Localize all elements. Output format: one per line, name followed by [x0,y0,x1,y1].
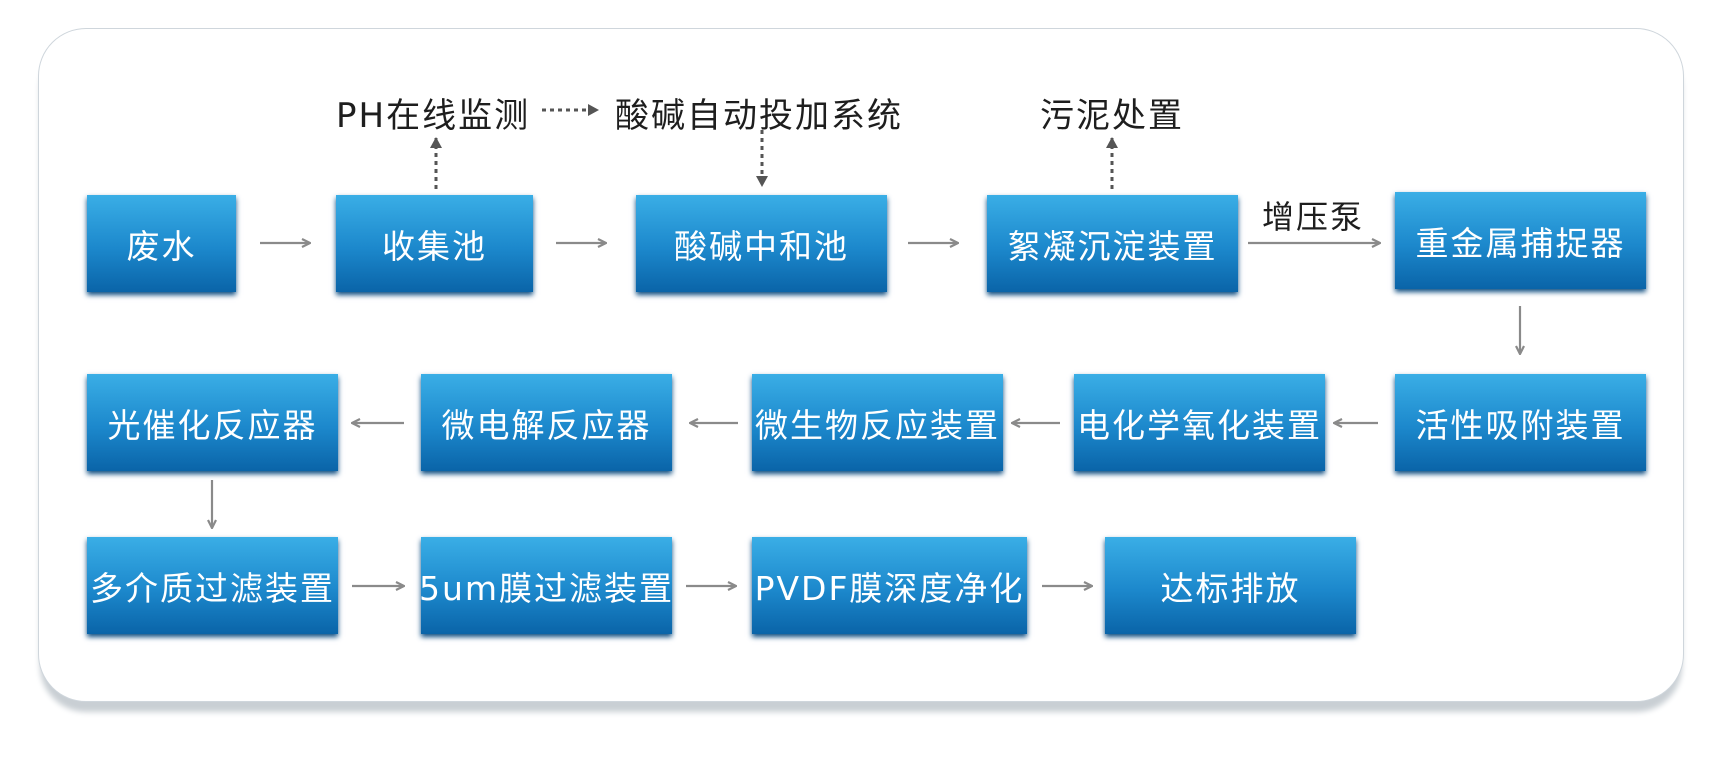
node-activated-adsorption: 活性吸附装置 [1395,374,1646,471]
node-micro-electrolysis-reactor: 微电解反应器 [421,374,672,471]
node-flocculation-device: 絮凝沉淀装置 [987,195,1238,292]
label-acid-base-dosing: 酸碱自动投加系统 [615,96,903,136]
node-discharge: 达标排放 [1105,537,1356,634]
label-booster-pump: 增压泵 [1262,198,1365,236]
label-sludge-disposal: 污泥处置 [1040,96,1184,136]
label-ph-monitoring: PH在线监测 [336,96,531,136]
node-electrochemical-oxidation: 电化学氧化装置 [1074,374,1325,471]
node-collection-tank: 收集池 [336,195,533,292]
node-waste-water: 废水 [87,195,236,292]
node-pvdf-purification: PVDF膜深度净化 [752,537,1027,634]
node-heavy-metal-catcher: 重金属捕捉器 [1395,192,1646,289]
node-multimedia-filter: 多介质过滤装置 [87,537,338,634]
node-neutralization-tank: 酸碱中和池 [636,195,887,292]
node-5um-membrane-filter: 5um膜过滤装置 [419,537,672,634]
node-photocatalytic-reactor: 光催化反应器 [87,374,338,471]
node-microbial-reactor: 微生物反应装置 [752,374,1003,471]
